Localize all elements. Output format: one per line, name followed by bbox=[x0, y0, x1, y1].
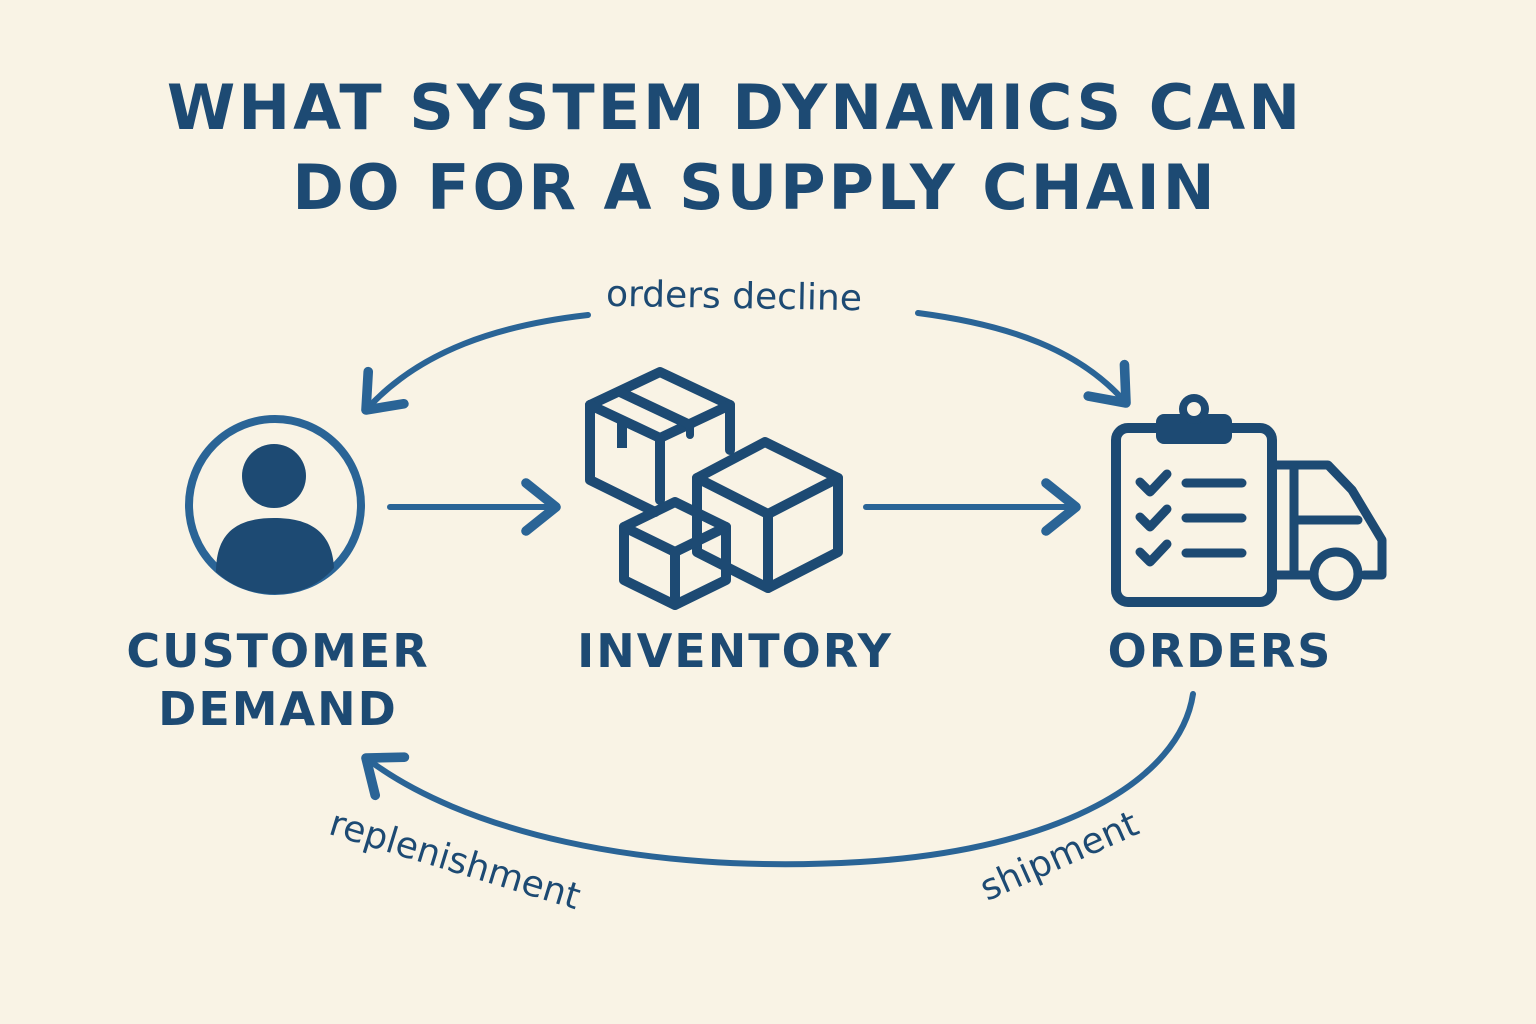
customer-label-line-2: DEMAND bbox=[158, 682, 398, 736]
arrow-bottom-arc bbox=[361, 691, 1196, 868]
flow-label-orders-decline: orders decline bbox=[605, 273, 863, 320]
person-icon-body bbox=[216, 518, 334, 594]
box-large-taped bbox=[585, 367, 735, 517]
arrow-top-arc-left bbox=[361, 312, 591, 415]
arrow-top-arc-right bbox=[915, 310, 1131, 408]
node-label-customer-demand: CUSTOMER DEMAND bbox=[118, 622, 438, 738]
customer-label-line-1: CUSTOMER bbox=[126, 624, 430, 678]
clipboard-icon bbox=[1111, 394, 1277, 607]
node-label-orders: ORDERS bbox=[1107, 624, 1333, 678]
clipboard-truck-icon bbox=[1111, 394, 1387, 607]
diagram-title: WHAT SYSTEM DYNAMICS CAN DO FOR A SUPPLY… bbox=[0, 68, 1470, 228]
person-icon bbox=[185, 415, 365, 595]
boxes-icon bbox=[585, 367, 843, 610]
truck-icon bbox=[1269, 460, 1387, 601]
title-line-1: WHAT SYSTEM DYNAMICS CAN bbox=[166, 71, 1304, 144]
box-right bbox=[692, 437, 843, 593]
node-label-inventory: INVENTORY bbox=[577, 624, 893, 678]
person-icon-head bbox=[242, 444, 306, 508]
box-small bbox=[619, 497, 731, 610]
checklist bbox=[1135, 469, 1247, 567]
title-line-2: DO FOR A SUPPLY CHAIN bbox=[292, 151, 1218, 224]
